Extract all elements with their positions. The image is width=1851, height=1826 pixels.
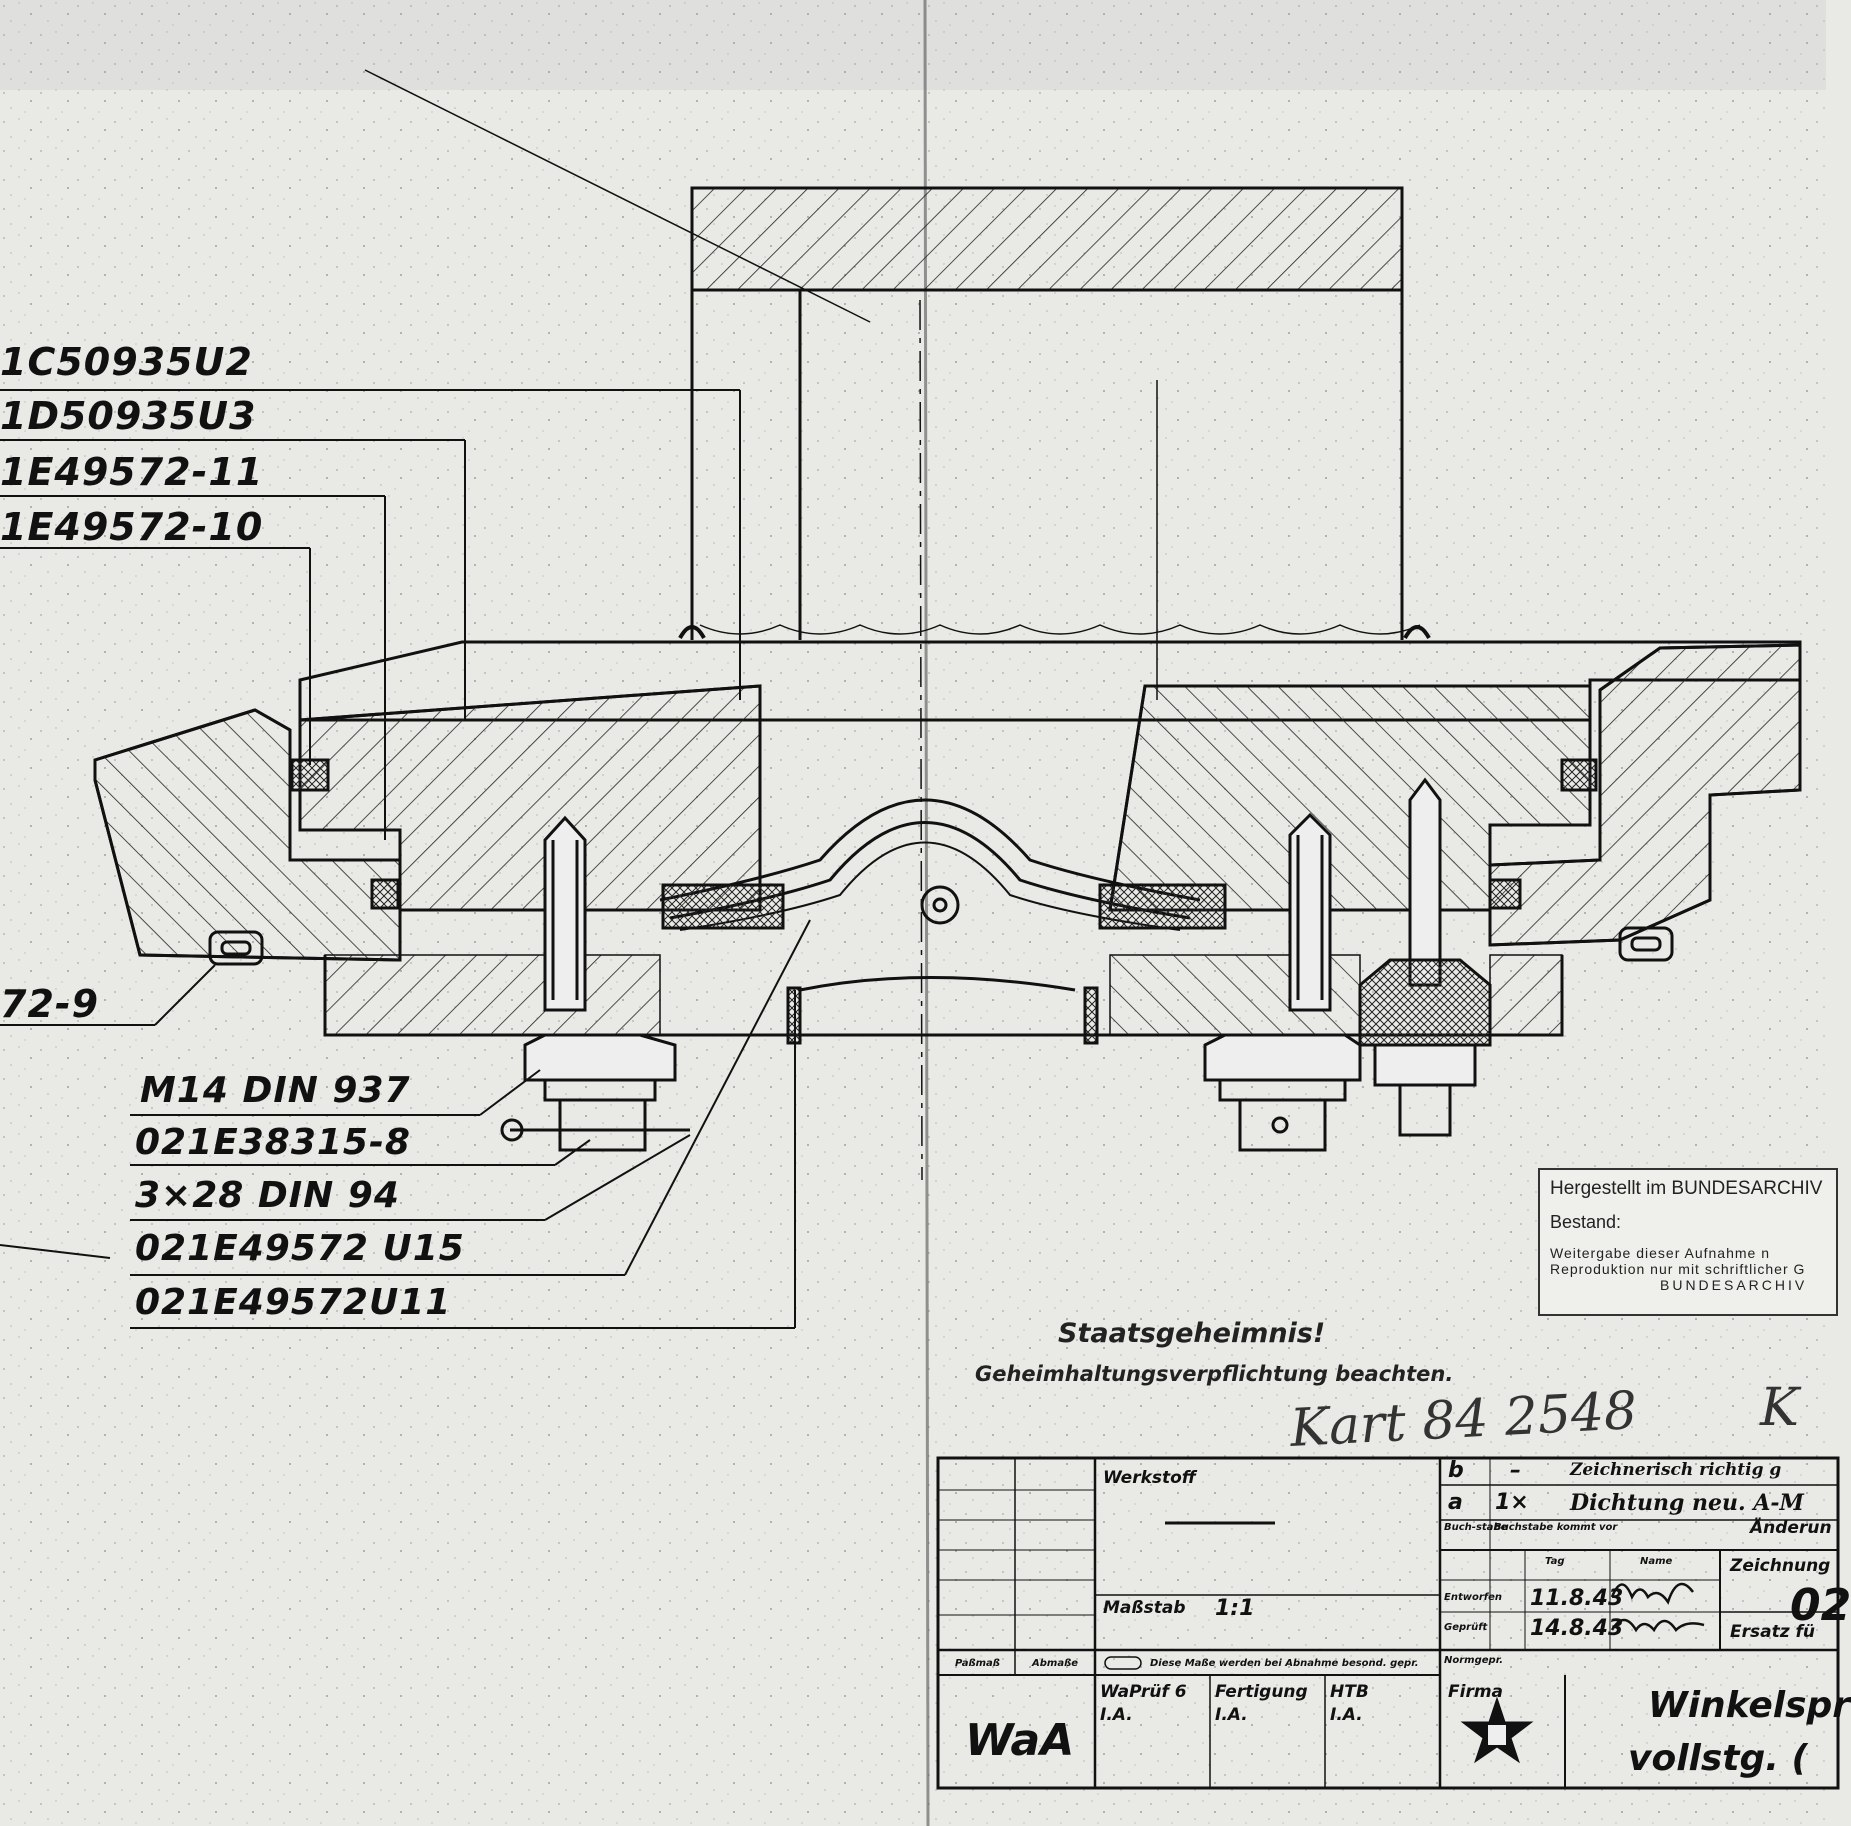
massstab-label: Maßstab bbox=[1103, 1598, 1186, 1618]
handwritten-k: K bbox=[1760, 1378, 1799, 1438]
htb-ia: I.A. bbox=[1330, 1705, 1363, 1725]
normgepr-label: Normgepr. bbox=[1444, 1655, 1503, 1666]
ref-label-1: M14 DIN 937 bbox=[140, 1070, 411, 1111]
abmasse-label: Abmaße bbox=[1032, 1658, 1079, 1669]
leader-lines bbox=[0, 69, 1158, 1329]
signature-entworfen bbox=[1610, 1582, 1694, 1605]
stamp-line-1: Hergestellt im BUNDESARCHIV bbox=[1550, 1178, 1823, 1199]
drawing-title-1: Winkelspr bbox=[1648, 1685, 1851, 1726]
massstab-value: 1:1 bbox=[1215, 1596, 1255, 1621]
part-label-3: 1E49572-11 bbox=[0, 450, 264, 494]
rev-b-text: Zeichnerisch richtig g bbox=[1570, 1460, 1782, 1480]
stamp-line-2: Bestand: bbox=[1550, 1212, 1622, 1232]
zeichnung-value: 02 bbox=[1790, 1580, 1851, 1631]
archive-stamp: Hergestellt im BUNDESARCHIV Bestand: Wei… bbox=[1538, 1168, 1838, 1316]
werkstoff-label: Werkstoff bbox=[1103, 1468, 1196, 1488]
entworfen-date: 11.8.43 bbox=[1530, 1586, 1624, 1611]
geprueft-label: Geprüft bbox=[1444, 1622, 1488, 1633]
zeichnung-label: Zeichnung bbox=[1730, 1556, 1831, 1576]
ref-label-3: 3×28 DIN 94 bbox=[135, 1175, 400, 1216]
name-header: Name bbox=[1640, 1556, 1673, 1567]
waa-mark: WaA bbox=[965, 1715, 1075, 1766]
htb-label: HTB bbox=[1330, 1682, 1369, 1702]
fold-line bbox=[923, 0, 930, 1826]
firma-label: Firma bbox=[1448, 1682, 1504, 1702]
part-label-4: 1E49572-10 bbox=[0, 505, 264, 549]
ref-label-2: 021E38315-8 bbox=[135, 1122, 411, 1163]
aenderung-label: Änderun bbox=[1750, 1518, 1832, 1538]
drawing-title-2: vollstg. ( bbox=[1628, 1738, 1808, 1779]
abnahme-note: Diese Maße werden bei Abnahme besond. ge… bbox=[1150, 1658, 1419, 1669]
tag-header: Tag bbox=[1545, 1556, 1565, 1567]
signature-geprueft bbox=[1610, 1618, 1705, 1633]
buchstabe-label: Buch-stabe bbox=[1444, 1522, 1508, 1533]
wapruef-label: WaPrüf 6 bbox=[1100, 1682, 1187, 1702]
secret-notice: Staatsgeheimnis! bbox=[1058, 1318, 1326, 1349]
ersatz-label: Ersatz fü bbox=[1730, 1622, 1816, 1642]
part-label-1: 1C50935U2 bbox=[0, 340, 253, 384]
rev-a-letter: a bbox=[1448, 1490, 1463, 1515]
fertigung-ia: I.A. bbox=[1215, 1705, 1248, 1725]
stamp-line-4: Reproduktion nur mit schriftlicher G bbox=[1550, 1261, 1806, 1277]
part-label-5: 72-9 bbox=[0, 982, 100, 1026]
title-block bbox=[936, 1456, 1840, 1790]
ref-label-5: 021E49572U11 bbox=[135, 1282, 452, 1323]
entworfen-label: Entworfen bbox=[1444, 1592, 1503, 1603]
stamp-line-5: BUNDESARCHIV bbox=[1660, 1277, 1808, 1293]
part-label-2: 1D50935U3 bbox=[0, 394, 257, 438]
rev-b-dash: – bbox=[1510, 1458, 1521, 1483]
assembly-section bbox=[93, 186, 1802, 1181]
ref-label-4: 021E49572 U15 bbox=[135, 1228, 465, 1269]
stamp-line-3: Weitergabe dieser Aufnahme n bbox=[1550, 1245, 1770, 1261]
buchstabe-kommt-label: Buchstabe kommt vor bbox=[1494, 1522, 1618, 1533]
rev-a-count: 1× bbox=[1495, 1490, 1529, 1515]
rev-b-letter: b bbox=[1448, 1458, 1464, 1483]
passmass-label: Paßmaß bbox=[955, 1658, 1000, 1669]
fertigung-label: Fertigung bbox=[1215, 1682, 1308, 1702]
wapruef-ia: I.A. bbox=[1100, 1705, 1133, 1725]
geprueft-date: 14.8.43 bbox=[1530, 1616, 1624, 1641]
rev-a-text: Dichtung neu. A-M bbox=[1570, 1490, 1804, 1516]
secret-notice-sub: Geheimhaltungsverpflichtung beachten. bbox=[975, 1362, 1454, 1386]
